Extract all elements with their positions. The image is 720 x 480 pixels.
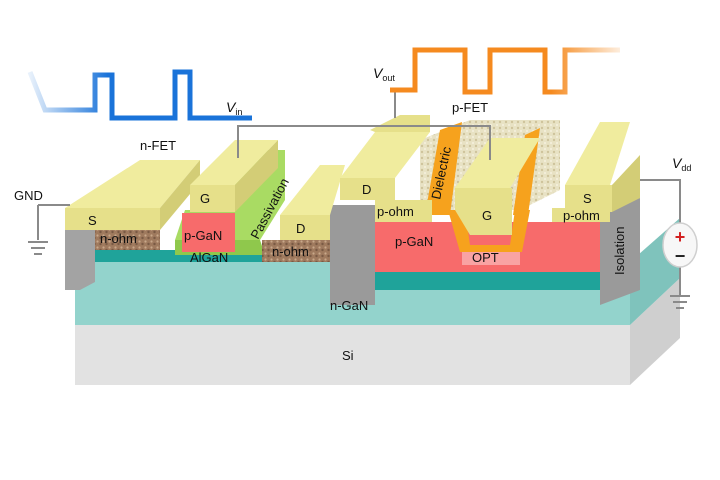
vin-square-wave xyxy=(27,69,252,121)
source-left-front xyxy=(65,208,160,230)
source-left-side xyxy=(160,160,200,230)
isolation-center xyxy=(330,205,375,305)
vout-label: Vout xyxy=(373,65,395,83)
p-gan-p-label: p-GaN xyxy=(395,234,433,249)
gate-n-top xyxy=(190,140,278,185)
source-right-side xyxy=(612,155,640,212)
n-ohm-right-label: n-ohm xyxy=(272,244,309,259)
vdd-wire xyxy=(640,179,681,230)
substrate-stack xyxy=(65,198,680,385)
battery-symbol: + − xyxy=(662,222,698,268)
n-ohm-left-label: n-ohm xyxy=(100,231,137,246)
gate-n-side xyxy=(235,140,278,212)
n-ohm-left-region xyxy=(95,228,160,250)
dielectric-u xyxy=(448,210,530,252)
vin-label: Vin xyxy=(226,99,242,117)
drain-p-top-back xyxy=(370,115,430,132)
p-ohm-left-region xyxy=(375,200,432,222)
drain-n-top xyxy=(280,165,345,215)
drain-p-top xyxy=(340,132,430,178)
opt-label: OPT xyxy=(472,250,499,265)
n-ohm-right-region xyxy=(262,240,330,262)
battery-minus-label: − xyxy=(675,246,686,266)
si-side xyxy=(630,278,680,385)
si-label: Si xyxy=(342,348,354,363)
nfet-device xyxy=(65,140,345,262)
right-teal-layer xyxy=(375,272,600,290)
drain-p-front xyxy=(340,178,395,200)
nfet-label: n-FET xyxy=(140,138,176,153)
battery-plus-label: + xyxy=(675,227,686,247)
gate-n-label: G xyxy=(200,191,210,206)
p-gan-n-label: p-GaN xyxy=(184,228,222,243)
algan-label: AlGaN xyxy=(190,250,228,265)
gate-p-top xyxy=(455,138,540,188)
dielectric-strip-2 xyxy=(513,128,540,215)
isolation-right xyxy=(600,198,640,305)
source-left-top xyxy=(65,160,200,208)
source-right-label: S xyxy=(583,191,592,206)
vout-square-wave xyxy=(390,47,620,95)
source-right-top xyxy=(565,122,630,185)
pfet-label: p-FET xyxy=(452,100,488,115)
vdd-label: Vdd xyxy=(672,155,691,173)
ground-symbol-left xyxy=(28,241,48,255)
drain-p-label: D xyxy=(362,182,371,197)
drain-n-label: D xyxy=(296,221,305,236)
p-ohm-right-label: p-ohm xyxy=(563,208,600,223)
gate-p-front xyxy=(455,188,512,235)
dielectric-region xyxy=(425,122,462,215)
gate-n-front xyxy=(190,185,235,212)
source-right-front xyxy=(565,185,612,212)
p-ohm-left-label: p-ohm xyxy=(377,204,414,219)
si-front xyxy=(75,325,630,385)
source-left-label: S xyxy=(88,213,97,228)
pfet-device xyxy=(340,115,640,272)
ground-symbol-right xyxy=(670,295,690,309)
isolation-label: Isolation xyxy=(612,227,627,275)
p-gan-n-region xyxy=(182,213,235,252)
isolation-left xyxy=(65,228,95,290)
n-gan-label: n-GaN xyxy=(330,298,368,313)
vin-wire xyxy=(237,125,491,160)
gnd-label: GND xyxy=(14,188,43,203)
gate-p-label: G xyxy=(482,208,492,223)
drain-n-front xyxy=(280,215,330,240)
